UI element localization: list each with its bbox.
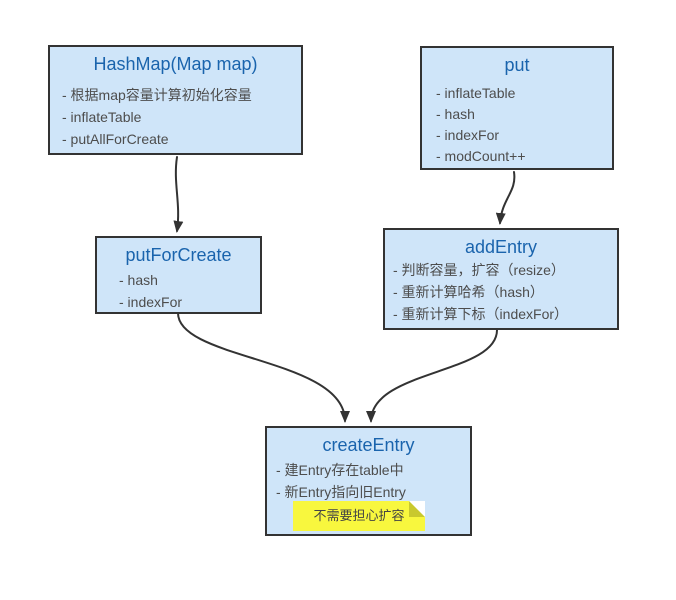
sticky-note: 不需要担心扩容 — [293, 501, 425, 531]
node-put: put - inflateTable - hash - indexFor - m… — [420, 46, 614, 170]
connector-addentry-to-createentry — [366, 329, 498, 423]
node-item: - 判断容量，扩容（resize） — [393, 262, 565, 278]
node-createentry: createEntry - 建Entry存在table中 - 新Entry指向旧… — [265, 426, 472, 536]
folded-corner-icon — [409, 501, 425, 517]
node-item: - inflateTable — [62, 109, 142, 125]
node-hashmap: HashMap(Map map) - 根据map容量计算初始化容量 - infl… — [48, 45, 303, 155]
node-item: - 新Entry指向旧Entry — [276, 484, 406, 500]
node-title: putForCreate — [125, 245, 232, 265]
node-item: - indexFor — [436, 127, 500, 143]
node-item: - inflateTable — [436, 85, 516, 101]
node-title: HashMap(Map map) — [93, 54, 258, 74]
node-title: put — [504, 55, 530, 75]
node-title: createEntry — [322, 435, 415, 455]
node-item-list: - 根据map容量计算初始化容量 - inflateTable - putAll… — [50, 84, 301, 150]
node-item: - 重新计算哈希（hash） — [393, 284, 544, 300]
node-item-list: - hash - indexFor — [97, 269, 260, 313]
sticky-note-text: 不需要担心扩容 — [313, 508, 405, 523]
node-item: - hash — [436, 106, 475, 122]
node-item: - putAllForCreate — [62, 131, 169, 147]
node-item: - modCount++ — [436, 148, 526, 164]
node-item: - 根据map容量计算初始化容量 — [62, 87, 252, 103]
node-item-list: - 判断容量，扩容（resize） - 重新计算哈希（hash） - 重新计算下… — [385, 259, 617, 325]
node-item-list: - 建Entry存在table中 - 新Entry指向旧Entry — [267, 459, 470, 503]
connector-hashmap-to-putforcreate — [173, 156, 184, 233]
connector-put-to-addentry — [495, 171, 516, 225]
node-item: - 重新计算下标（indexFor） — [393, 306, 569, 322]
node-item-list: - inflateTable - hash - indexFor - modCo… — [422, 83, 612, 167]
node-item: - indexFor — [119, 294, 183, 310]
node-title: addEntry — [464, 237, 538, 257]
node-addentry: addEntry - 判断容量，扩容（resize） - 重新计算哈希（hash… — [383, 228, 619, 330]
node-item: - 建Entry存在table中 — [276, 462, 404, 478]
node-item: - hash — [119, 272, 158, 288]
connector-putforcreate-to-createentry — [177, 312, 350, 423]
node-putforcreate: putForCreate - hash - indexFor — [95, 236, 262, 314]
